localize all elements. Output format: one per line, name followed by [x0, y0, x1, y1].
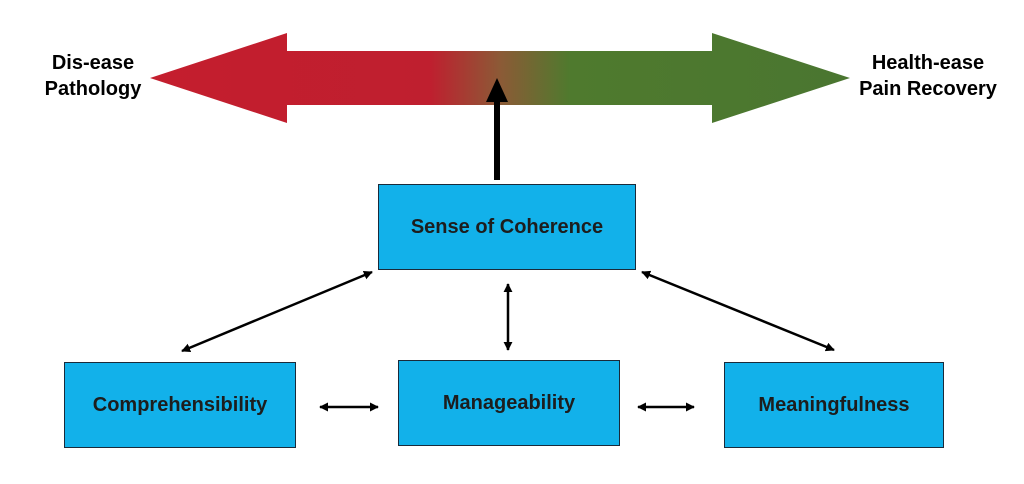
manageability-box: Manageability — [398, 360, 620, 446]
dis-ease-pole-label: Dis-ease Pathology — [18, 50, 168, 102]
soc-comprehensibility-connector — [181, 270, 373, 353]
dis-ease-label: Dis-ease — [51, 52, 135, 74]
meaningfulness-box: Meaningfulness — [724, 362, 944, 448]
sense-of-coherence-box: Sense of Coherence — [378, 184, 636, 270]
pathology-label: Pathology — [44, 78, 142, 100]
health-ease-label: Health-ease — [871, 52, 985, 74]
health-continuum-arrow — [150, 33, 850, 123]
comprehensibility-box: Comprehensibility — [64, 362, 296, 448]
soc-meaningfulness-connector — [641, 270, 835, 352]
pain-recovery-label: Pain Recovery — [859, 78, 997, 100]
soc-to-continuum-arrowhead — [486, 78, 508, 102]
health-ease-pole-label: Health-ease Pain Recovery — [838, 50, 1018, 102]
